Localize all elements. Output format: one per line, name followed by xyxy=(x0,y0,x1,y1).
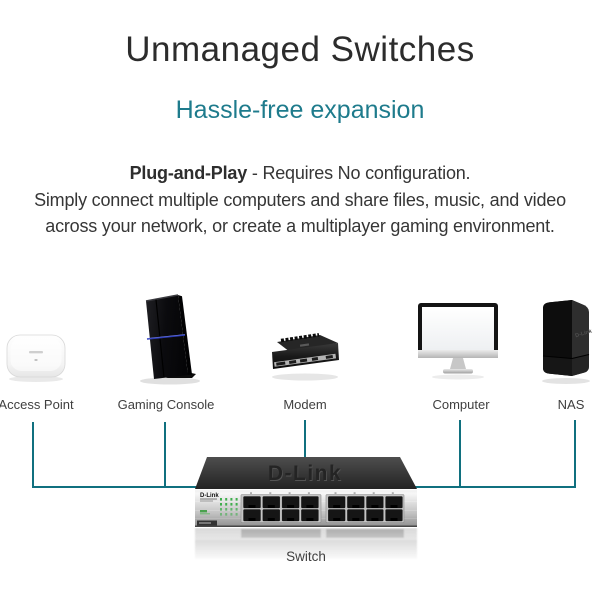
switch-leds xyxy=(220,498,238,516)
cable-access-point xyxy=(32,422,34,488)
switch-port-bank-b xyxy=(325,492,405,523)
gaming-console-label: Gaming Console xyxy=(117,397,215,412)
gaming-console-icon xyxy=(132,291,204,387)
computer-icon xyxy=(414,302,502,382)
nas-icon: D-Link xyxy=(536,294,598,386)
access-point-label: Access Point xyxy=(0,397,74,412)
nas-brand-text: D-Link xyxy=(575,328,594,339)
description-line-1: Plug-and-Play - Requires No configuratio… xyxy=(0,160,600,187)
description: Plug-and-Play - Requires No configuratio… xyxy=(0,160,600,240)
cable-gaming-console xyxy=(164,422,166,488)
modem-icon xyxy=(260,331,350,383)
page-subtitle: Hassle-free expansion xyxy=(175,96,425,124)
cable-nas xyxy=(574,420,576,488)
switch-port-bank-a xyxy=(240,492,322,523)
description-line-2: Simply connect multiple computers and sh… xyxy=(34,189,566,210)
cable-computer xyxy=(459,420,461,488)
computer-label: Computer xyxy=(432,397,490,412)
switch-icon: D-Link D-Link D-Link xyxy=(180,447,430,562)
switch-panel-brand: D-Link xyxy=(200,493,219,499)
nas-label: NAS xyxy=(557,397,585,412)
switch-top-brand: D-Link xyxy=(268,462,342,485)
switch-label: Switch xyxy=(286,549,326,564)
access-point-icon xyxy=(3,332,69,384)
switch-top-brand-highlight: D-Link xyxy=(269,463,343,486)
modem-label: Modem xyxy=(283,397,327,412)
cable-modem xyxy=(304,420,306,468)
page-title: Unmanaged Switches xyxy=(125,30,475,69)
description-lead: Plug-and-Play xyxy=(129,163,248,183)
description-line-1-rest: - Requires No configuration. xyxy=(247,163,471,183)
description-line-3: across your network, or create a multipl… xyxy=(45,216,555,236)
